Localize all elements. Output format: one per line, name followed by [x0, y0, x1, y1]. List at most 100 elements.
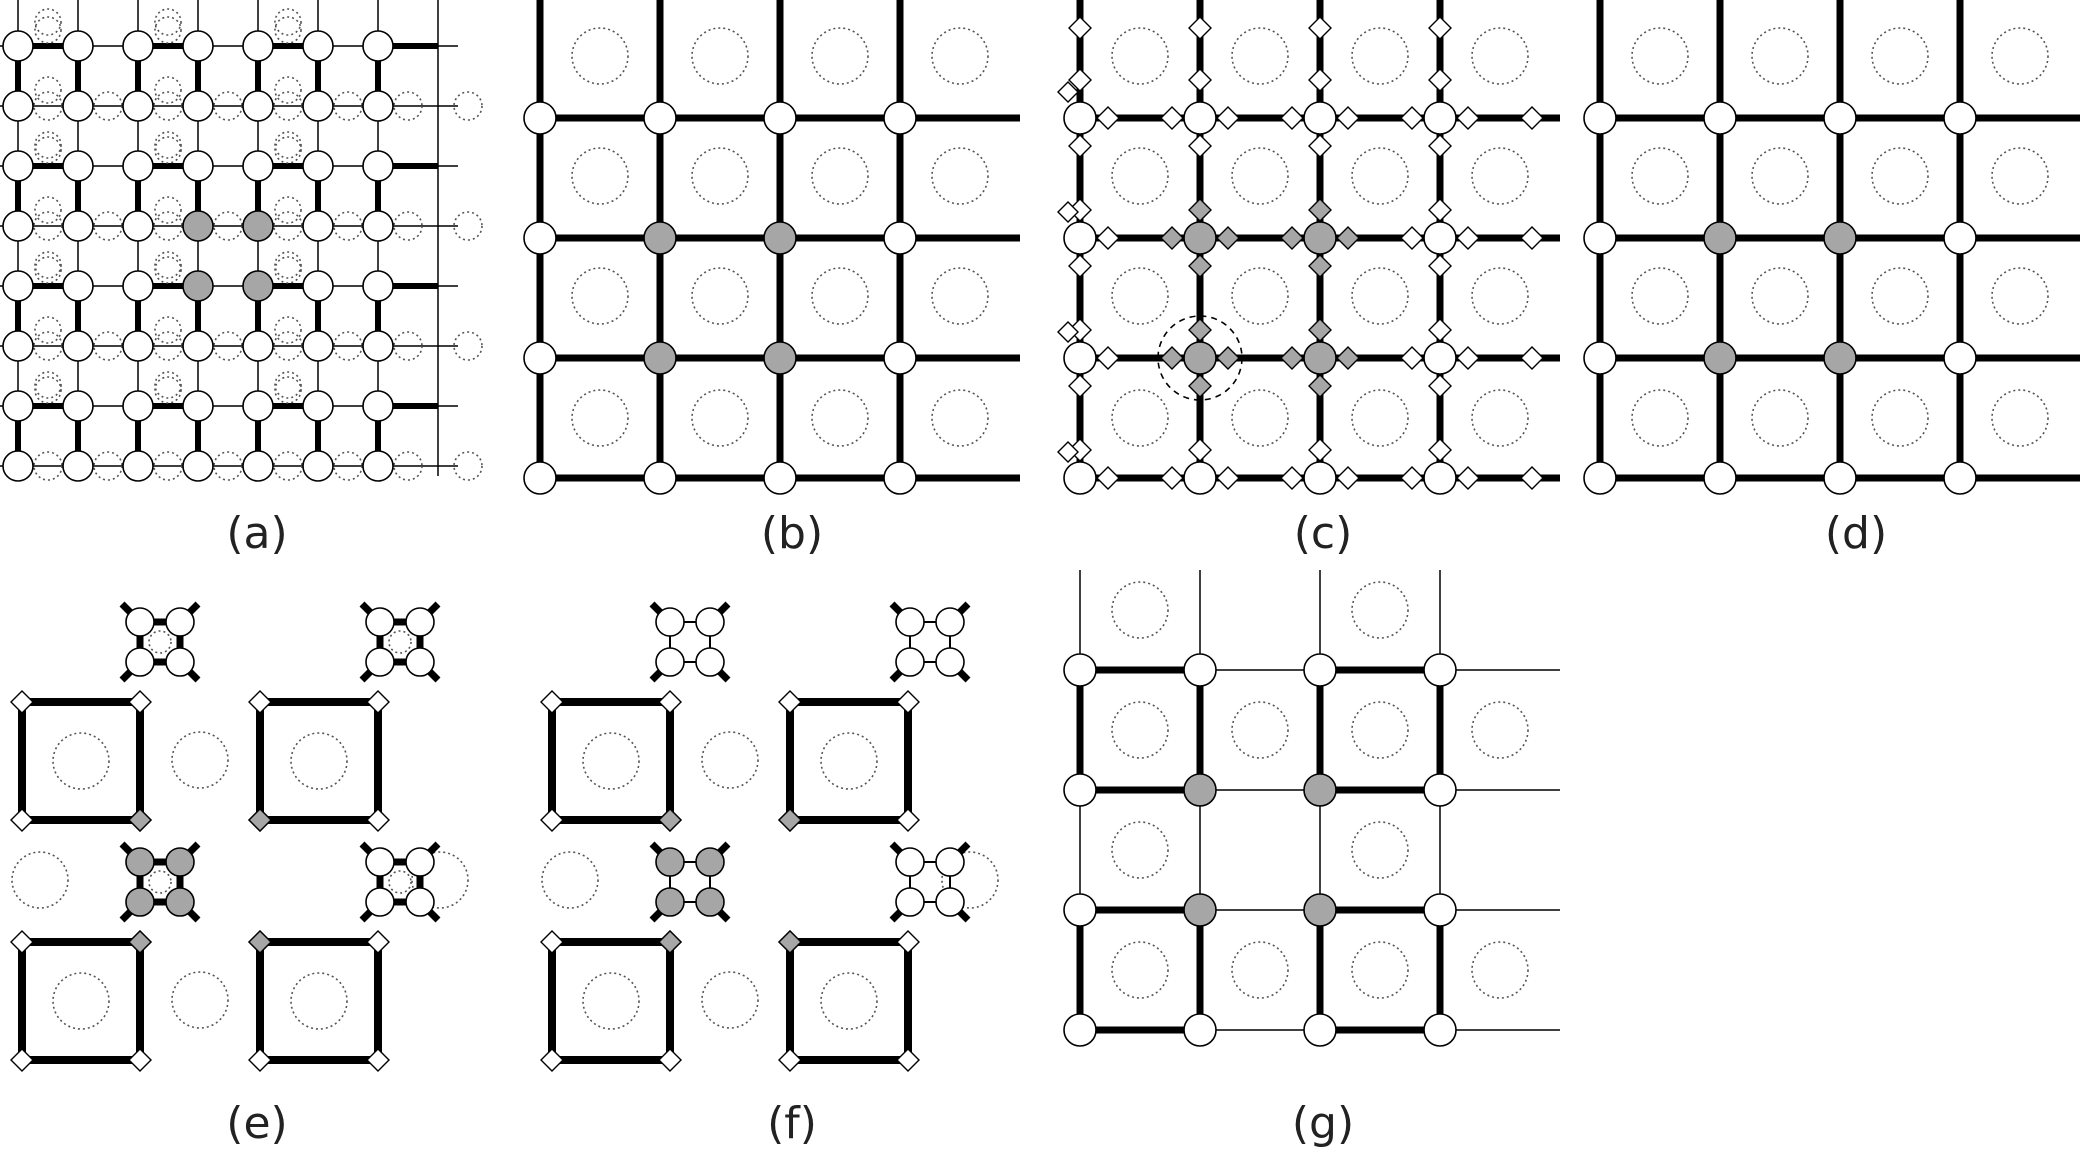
- lattice-diagram-e: [10, 601, 469, 1072]
- dotted-circle: [571, 27, 629, 85]
- open-circle-node: [302, 150, 334, 182]
- open-circle-node: [302, 330, 334, 362]
- open-circle-node: [1063, 653, 1097, 687]
- open-circle-node: [763, 461, 797, 495]
- open-circle-node: [122, 330, 154, 362]
- filled-circle-node: [165, 847, 195, 877]
- filled-diamond-node: [1188, 374, 1212, 398]
- filled-circle-node: [125, 887, 155, 917]
- dotted-circle: [93, 91, 123, 121]
- filled-circle-node: [1183, 341, 1217, 375]
- open-circle-node: [405, 647, 435, 677]
- filled-circle-node: [1183, 773, 1217, 807]
- dotted-circle: [1471, 147, 1529, 205]
- dotted-circle: [274, 251, 302, 279]
- open-diamond-node: [540, 1048, 564, 1072]
- open-circle-node: [362, 450, 394, 482]
- lattice-diagram-f: [540, 601, 999, 1072]
- open-diamond-node: [1096, 466, 1120, 490]
- dotted-circle: [1351, 389, 1409, 447]
- open-circle-node: [122, 450, 154, 482]
- open-circle-node: [1063, 893, 1097, 927]
- open-circle-node: [1703, 461, 1737, 495]
- open-diamond-node: [366, 1048, 390, 1072]
- dotted-circle: [1231, 147, 1289, 205]
- dotted-circle: [1471, 27, 1529, 85]
- open-diamond-node: [1280, 106, 1304, 130]
- open-diamond-node: [366, 690, 390, 714]
- dotted-circle: [34, 376, 62, 404]
- open-circle-node: [302, 390, 334, 422]
- panel-f: [530, 570, 1060, 1090]
- dotted-circle: [388, 630, 412, 654]
- open-circle-node: [2, 210, 34, 242]
- caption-e: (e): [226, 1098, 288, 1149]
- dotted-circle: [1751, 389, 1809, 447]
- open-diamond-node: [1428, 318, 1452, 342]
- dotted-circle: [274, 131, 302, 159]
- open-circle-node: [62, 450, 94, 482]
- open-circle-node: [182, 450, 214, 482]
- dotted-circle: [701, 971, 759, 1029]
- open-circle-node: [1063, 341, 1097, 375]
- open-circle-node: [62, 270, 94, 302]
- dotted-circle: [1631, 147, 1689, 205]
- filled-diamond-node: [128, 808, 152, 832]
- open-circle-node: [935, 887, 965, 917]
- open-circle-node: [122, 270, 154, 302]
- dotted-circle: [154, 371, 182, 399]
- open-diamond-node: [1428, 374, 1452, 398]
- dotted-circle: [154, 131, 182, 159]
- panel-a: [0, 0, 520, 500]
- open-circle-node: [62, 210, 94, 242]
- open-circle-node: [62, 30, 94, 62]
- filled-diamond-node: [1308, 254, 1332, 278]
- dotted-circle: [1351, 821, 1409, 879]
- dotted-circle: [931, 267, 989, 325]
- open-circle-node: [362, 90, 394, 122]
- dotted-circle: [290, 732, 348, 790]
- panel-g: [1060, 570, 1580, 1090]
- open-diamond-node: [1308, 16, 1332, 40]
- filled-circle-node: [1183, 221, 1217, 255]
- dotted-circle: [1471, 267, 1529, 325]
- open-circle-node: [1183, 101, 1217, 135]
- open-diamond-node: [1057, 321, 1079, 343]
- dotted-circle: [453, 451, 483, 481]
- panel-e: [0, 570, 530, 1090]
- open-diamond-node: [1428, 254, 1452, 278]
- dotted-circle: [811, 27, 869, 85]
- dotted-circle: [154, 8, 182, 36]
- open-circle-node: [125, 607, 155, 637]
- open-diamond-node: [896, 1048, 920, 1072]
- open-diamond-node: [1400, 106, 1424, 130]
- dotted-circle: [154, 251, 182, 279]
- open-circle-node: [362, 30, 394, 62]
- dotted-circle: [1471, 701, 1529, 759]
- open-circle-node: [655, 607, 685, 637]
- open-circle-node: [2, 30, 34, 62]
- filled-circle-node: [165, 887, 195, 917]
- filled-diamond-node: [1188, 318, 1212, 342]
- open-circle-node: [935, 847, 965, 877]
- dotted-circle: [1351, 581, 1409, 639]
- open-circle-node: [405, 887, 435, 917]
- filled-circle-node: [1703, 221, 1737, 255]
- dotted-circle: [148, 630, 172, 654]
- open-diamond-node: [1068, 374, 1092, 398]
- dotted-circle: [1111, 581, 1169, 639]
- dotted-circle: [34, 8, 62, 36]
- dotted-circle: [34, 256, 62, 284]
- open-circle-node: [1583, 221, 1617, 255]
- dotted-circle: [1871, 389, 1929, 447]
- open-diamond-node: [1280, 466, 1304, 490]
- open-diamond-node: [1188, 68, 1212, 92]
- filled-circle-node: [125, 847, 155, 877]
- dotted-circle: [154, 376, 182, 404]
- dotted-circle: [1991, 27, 2049, 85]
- dotted-circle: [33, 451, 63, 481]
- dotted-circle: [213, 91, 243, 121]
- dotted-circle: [571, 147, 629, 205]
- dotted-circle: [1111, 941, 1169, 999]
- dotted-circle: [582, 972, 640, 1030]
